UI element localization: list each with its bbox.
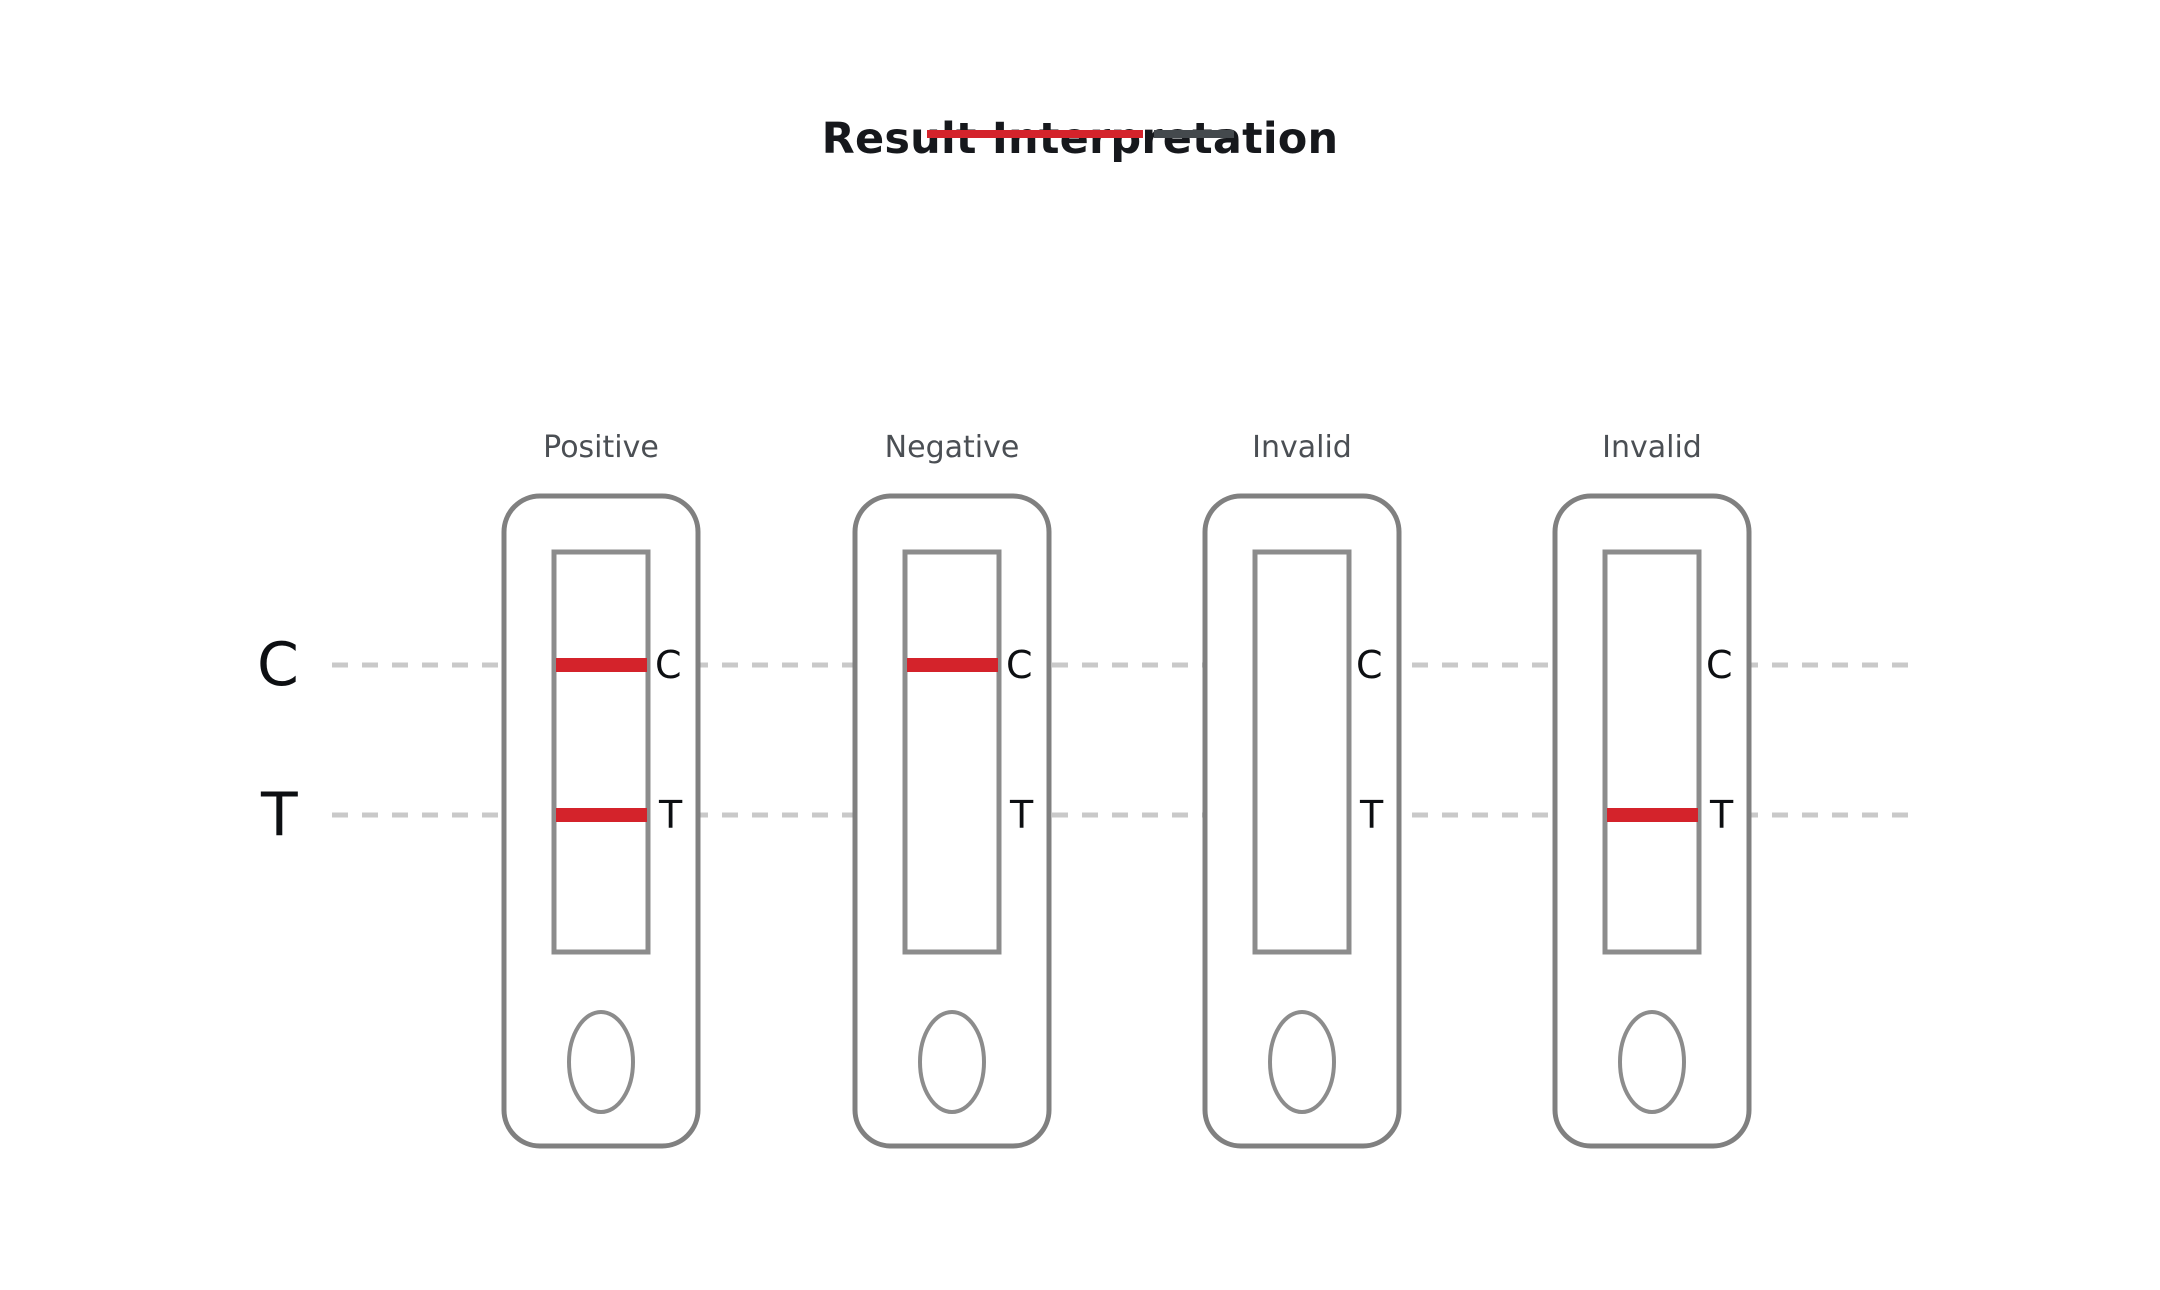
page-title: Result Interpretation: [821, 114, 1339, 164]
sample-well: [918, 1010, 986, 1114]
band-letter-test-1: T: [659, 793, 683, 837]
strip-caption-4: Invalid: [1602, 430, 1702, 465]
band-letter-control-3: C: [1356, 643, 1383, 687]
sample-well: [567, 1010, 635, 1114]
title-underline-secondary-segment: [1153, 130, 1234, 138]
sample-well: [1268, 1010, 1336, 1114]
test-strip-3[interactable]: [1202, 493, 1402, 1149]
strip-caption-2: Negative: [884, 430, 1020, 465]
title-underline: [0, 130, 2160, 138]
test-strip-1[interactable]: [501, 493, 701, 1149]
result-window: [902, 549, 1002, 955]
axis-label-test: T: [261, 780, 298, 850]
test-band: [556, 808, 647, 822]
band-letter-control-4: C: [1706, 643, 1733, 687]
header: Result Interpretation: [0, 118, 2160, 161]
title-underline-primary-segment: [926, 130, 1143, 138]
result-window: [551, 549, 651, 955]
result-window: [1252, 549, 1352, 955]
band-letter-test-3: T: [1360, 793, 1384, 837]
band-letter-test-4: T: [1710, 793, 1734, 837]
axis-label-control: C: [257, 630, 299, 700]
test-band: [1607, 808, 1698, 822]
sample-well: [1618, 1010, 1686, 1114]
strip-caption-3: Invalid: [1252, 430, 1352, 465]
band-letter-test-2: T: [1010, 793, 1034, 837]
test-strip-2[interactable]: [852, 493, 1052, 1149]
band-letter-control-1: C: [655, 643, 682, 687]
strip-caption-1: Positive: [543, 430, 659, 465]
control-band: [556, 658, 647, 672]
band-letter-control-2: C: [1006, 643, 1033, 687]
result-window: [1602, 549, 1702, 955]
test-strip-4[interactable]: [1552, 493, 1752, 1149]
control-band: [907, 658, 998, 672]
